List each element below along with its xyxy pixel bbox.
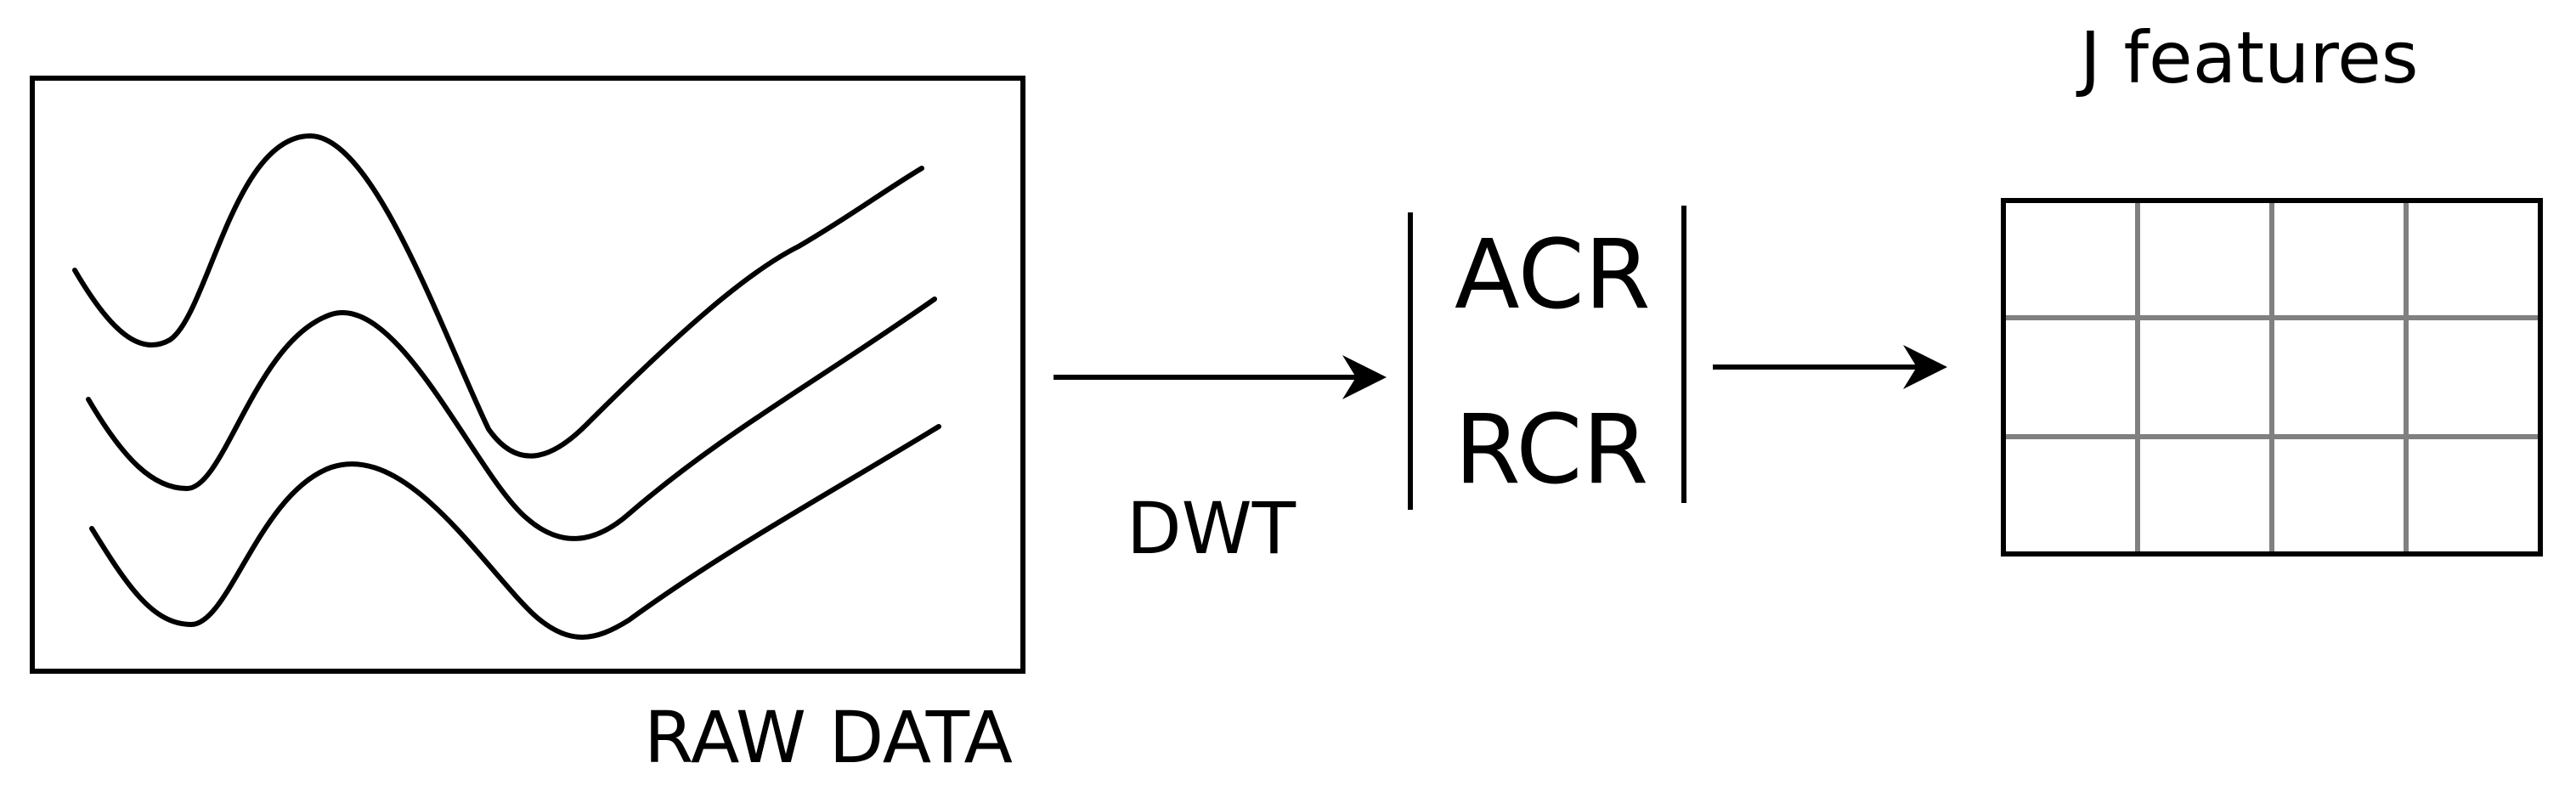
raw-signal-1 xyxy=(72,133,924,459)
raw-signal-2 xyxy=(86,297,937,541)
raw-data-label: RAW DATA xyxy=(644,696,1013,779)
arrow-features-head xyxy=(1903,345,1947,389)
feature-grid-border xyxy=(2001,198,2543,557)
dwt-label: DWT xyxy=(1127,487,1296,570)
rcr-label: RCR xyxy=(1455,395,1649,506)
acr-label: ACR xyxy=(1455,220,1651,331)
raw-signal-3 xyxy=(89,424,941,640)
features-label: J features xyxy=(2080,16,2419,99)
arrow-dwt-head xyxy=(1342,355,1387,399)
feature-grid xyxy=(2001,198,2543,557)
raw-data-box xyxy=(30,76,1025,674)
